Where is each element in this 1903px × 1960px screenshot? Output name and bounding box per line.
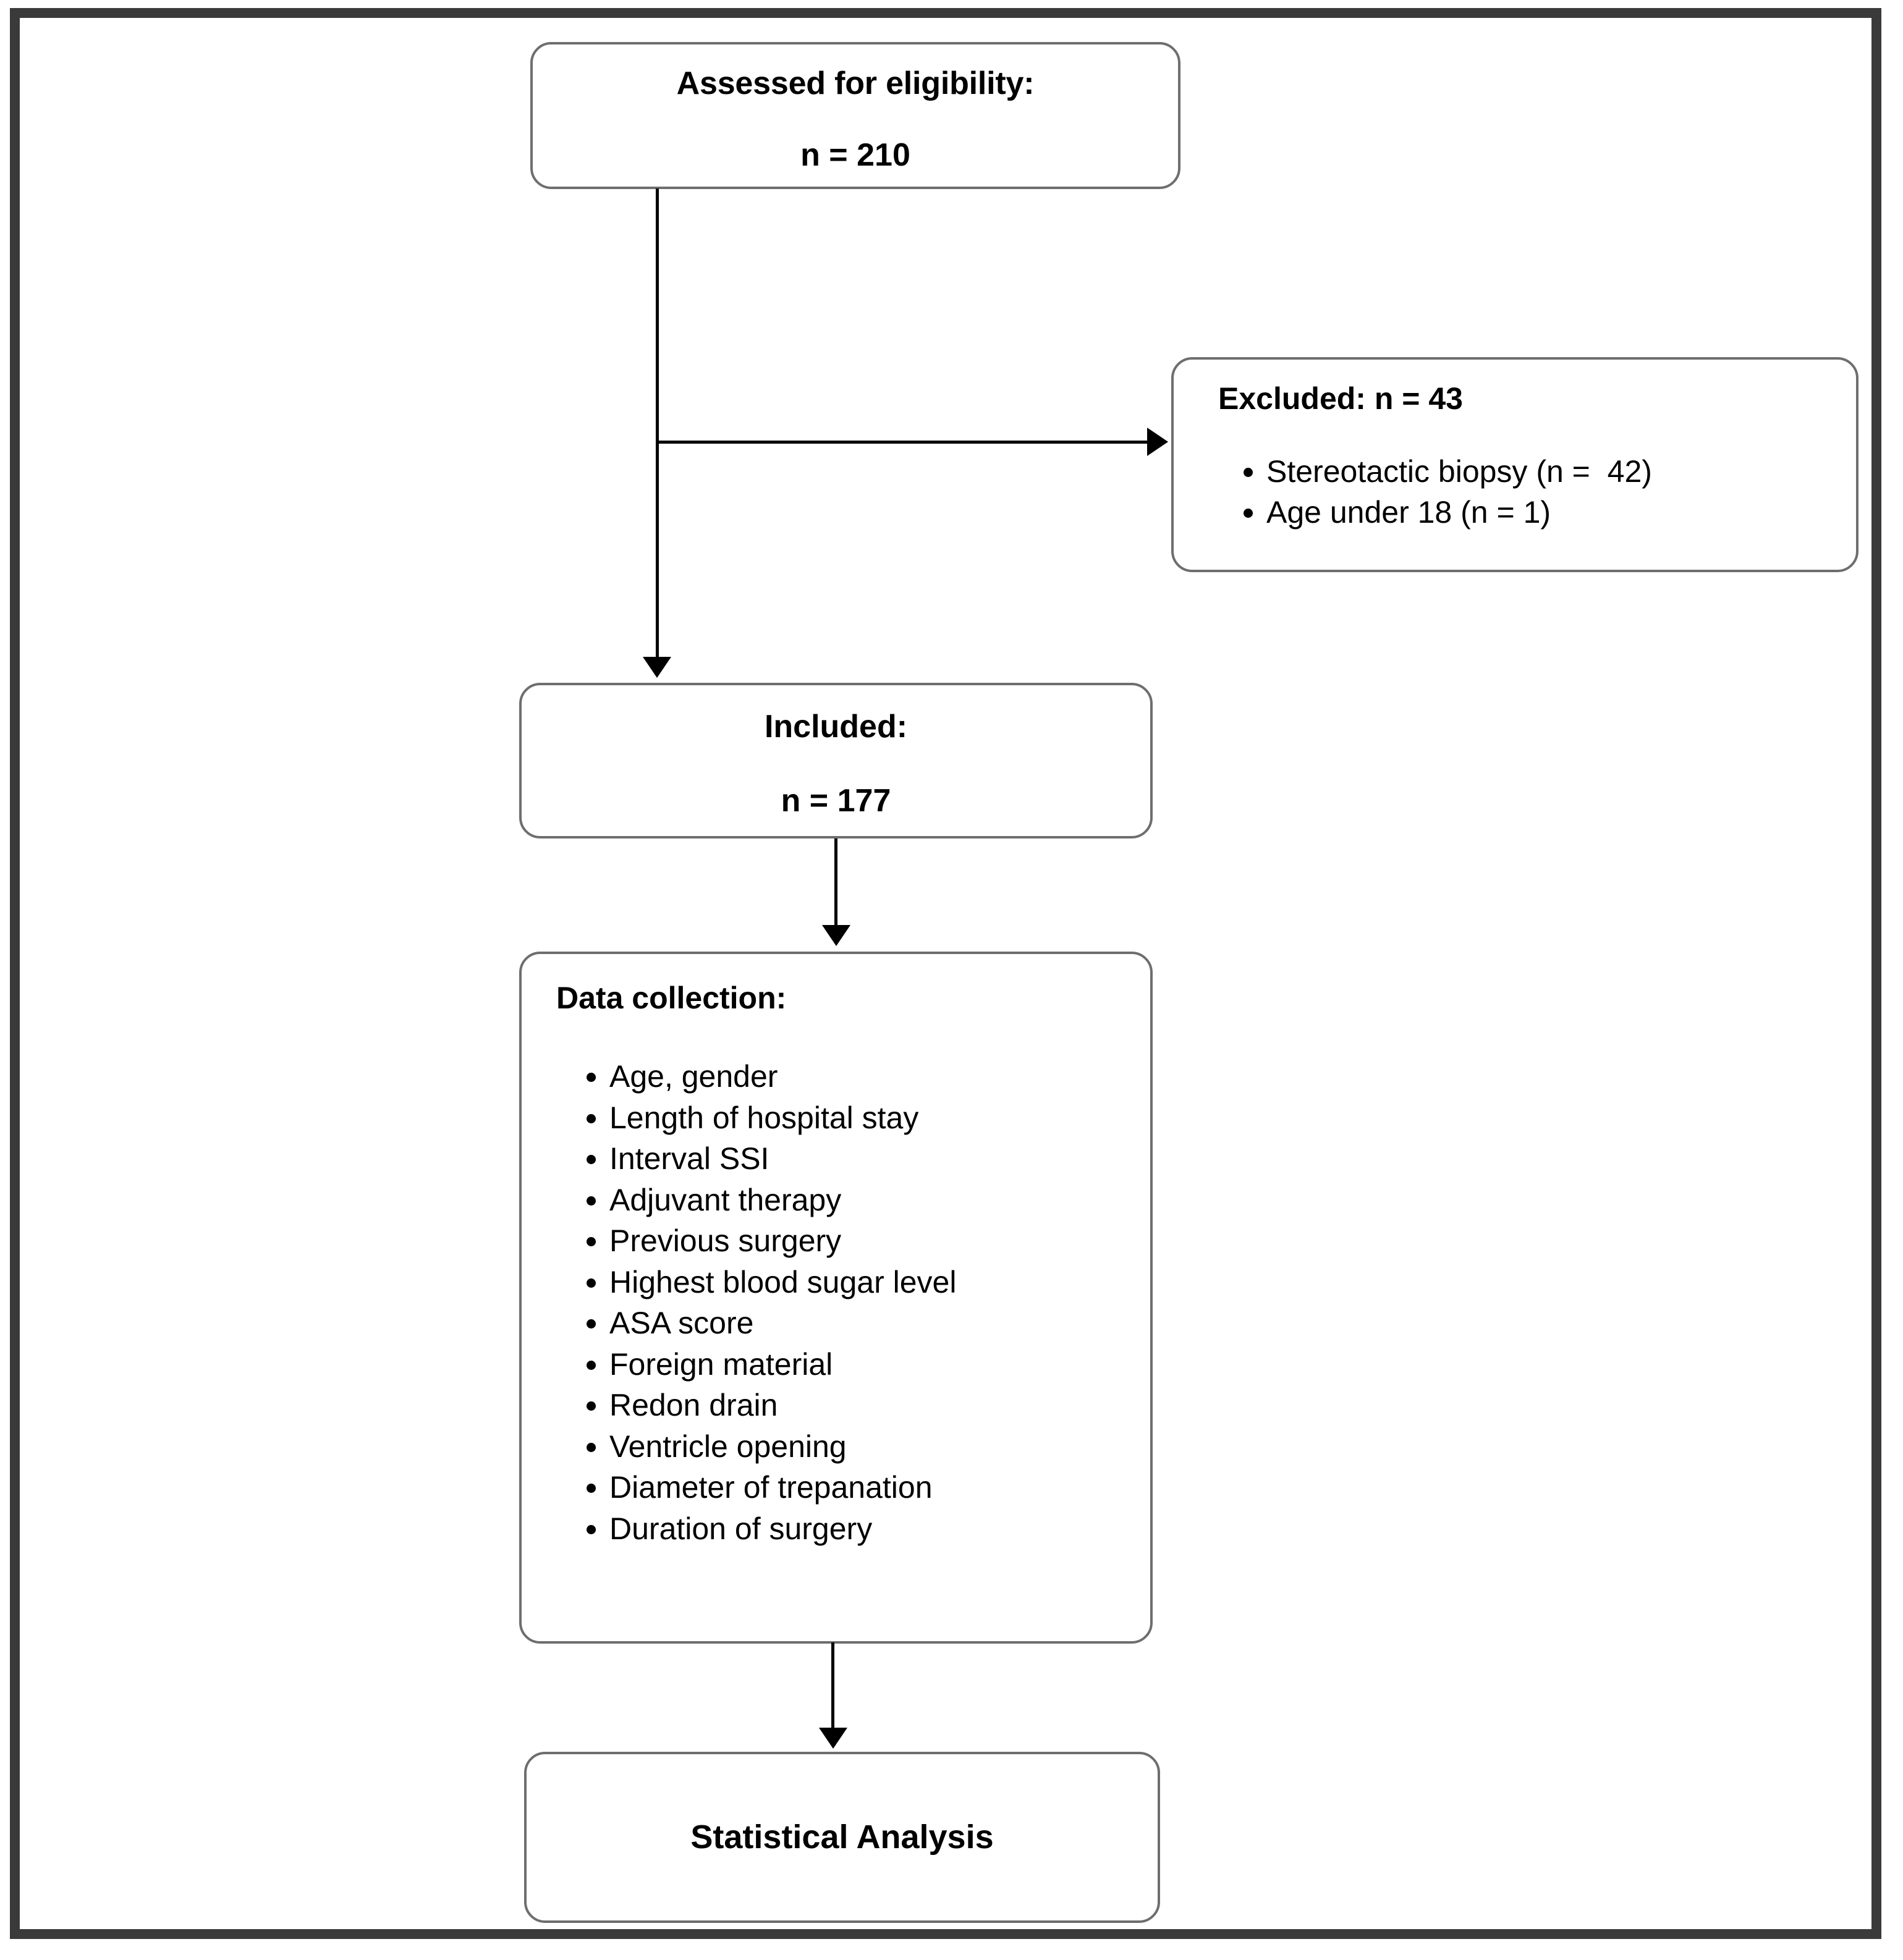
list-item: ASA score [609, 1303, 956, 1344]
arrow-right-icon [1147, 428, 1168, 456]
list-item: Ventricle opening [609, 1426, 956, 1468]
list-item: Foreign material [609, 1344, 956, 1385]
list-item: Age, gender [609, 1056, 956, 1097]
list-item: Highest blood sugar level [609, 1262, 956, 1303]
connector-assessed-to-included [656, 188, 659, 658]
connector-included-to-data-collection [834, 838, 837, 926]
list-item: Age under 18 (n = 1) [1266, 492, 1652, 533]
node-statistical-analysis: Statistical Analysis [524, 1752, 1160, 1923]
node-data-collection: Data collection: Age, gender Length of h… [519, 952, 1153, 1644]
connector-assessed-to-excluded [657, 441, 1148, 444]
connector-data-collection-to-statistical-analysis [831, 1642, 834, 1729]
list-item: Stereotactic biopsy (n = 42) [1266, 451, 1652, 492]
list-item: Previous surgery [609, 1220, 956, 1262]
list-item: Redon drain [609, 1385, 956, 1426]
node-excluded: Excluded: n = 43 Stereotactic biopsy (n … [1171, 357, 1858, 572]
data-collection-heading: Data collection: [556, 981, 787, 1015]
assessed-count: n = 210 [800, 137, 910, 173]
list-item: Adjuvant therapy [609, 1180, 956, 1221]
arrow-down-icon [819, 1728, 847, 1749]
arrow-down-icon [643, 657, 671, 678]
included-title: Included: [764, 709, 908, 745]
node-included: Included: n = 177 [519, 683, 1153, 838]
figure-border [10, 8, 1881, 1939]
node-assessed-for-eligibility: Assessed for eligibility: n = 210 [530, 42, 1180, 189]
data-collection-variable-list: Age, gender Length of hospital stay Inte… [556, 1056, 956, 1549]
assessed-title: Assessed for eligibility: [676, 65, 1035, 101]
list-item: Interval SSI [609, 1138, 956, 1180]
included-count: n = 177 [781, 783, 891, 819]
statistical-analysis-title: Statistical Analysis [690, 1818, 994, 1856]
arrow-down-icon [822, 925, 850, 946]
excluded-heading: Excluded: n = 43 [1218, 381, 1463, 416]
list-item: Length of hospital stay [609, 1097, 956, 1139]
list-item: Duration of surgery [609, 1508, 956, 1550]
list-item: Diameter of trepanation [609, 1467, 956, 1508]
excluded-reason-list: Stereotactic biopsy (n = 42) Age under 1… [1218, 451, 1652, 533]
